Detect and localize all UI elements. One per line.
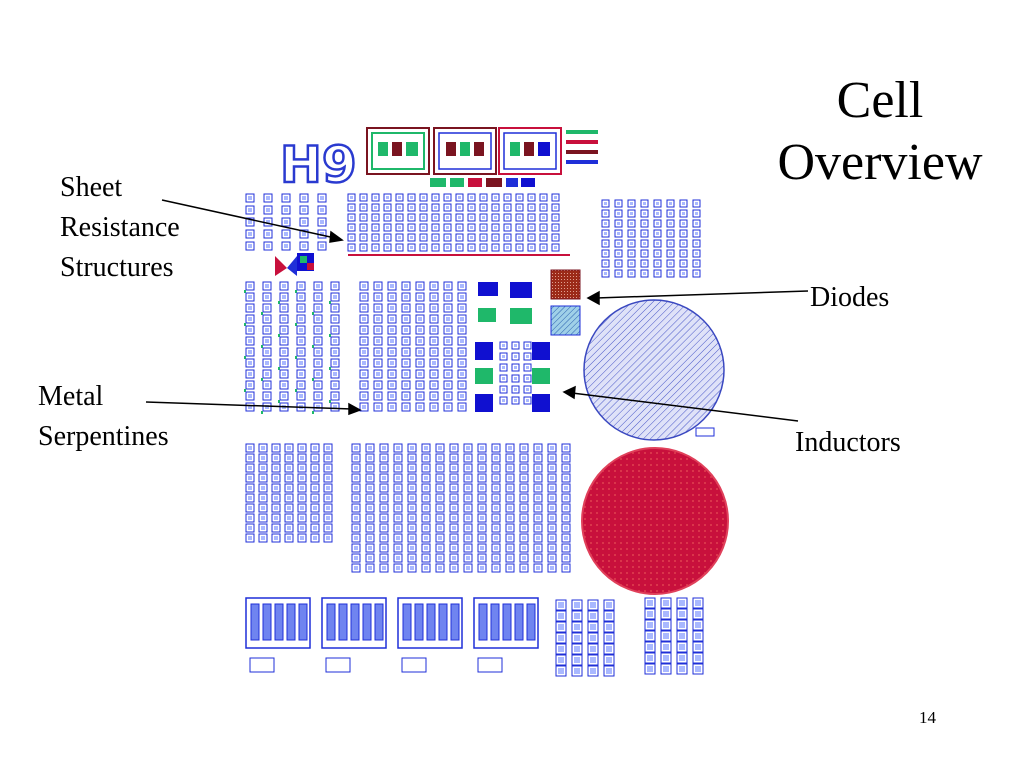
label-metal-serpentines: Metal Serpentines: [38, 377, 169, 457]
title-line-2: Overview: [777, 134, 983, 191]
large-hatched-disc: [583, 299, 725, 441]
logo-marker: [275, 253, 314, 276]
pad-structure-grids: [244, 193, 704, 677]
label-sheet-line-1: Sheet: [60, 172, 123, 203]
label-sheet-line-3: Structures: [60, 252, 174, 283]
slide-title: Cell Overview: [740, 70, 1020, 194]
die-label-text: H9: [280, 136, 357, 194]
disc-pad: [695, 427, 715, 437]
diode-structures: [550, 269, 581, 336]
label-inductors: Inductors: [795, 427, 901, 458]
title-line-1: Cell: [836, 72, 924, 129]
large-red-disc: [581, 447, 729, 595]
top-framed-cells: [366, 127, 598, 187]
label-sheet-line-2: Resistance: [60, 212, 180, 243]
label-sheet-resistance: Sheet Resistance Structures: [60, 168, 180, 288]
label-diodes: Diodes: [810, 282, 890, 313]
label-metal-line-2: Serpentines: [38, 421, 169, 452]
label-metal-line-1: Metal: [38, 381, 104, 412]
page-number: 14: [919, 708, 936, 727]
inductor-structures: [475, 282, 550, 412]
callout-arrows: [145, 199, 809, 422]
